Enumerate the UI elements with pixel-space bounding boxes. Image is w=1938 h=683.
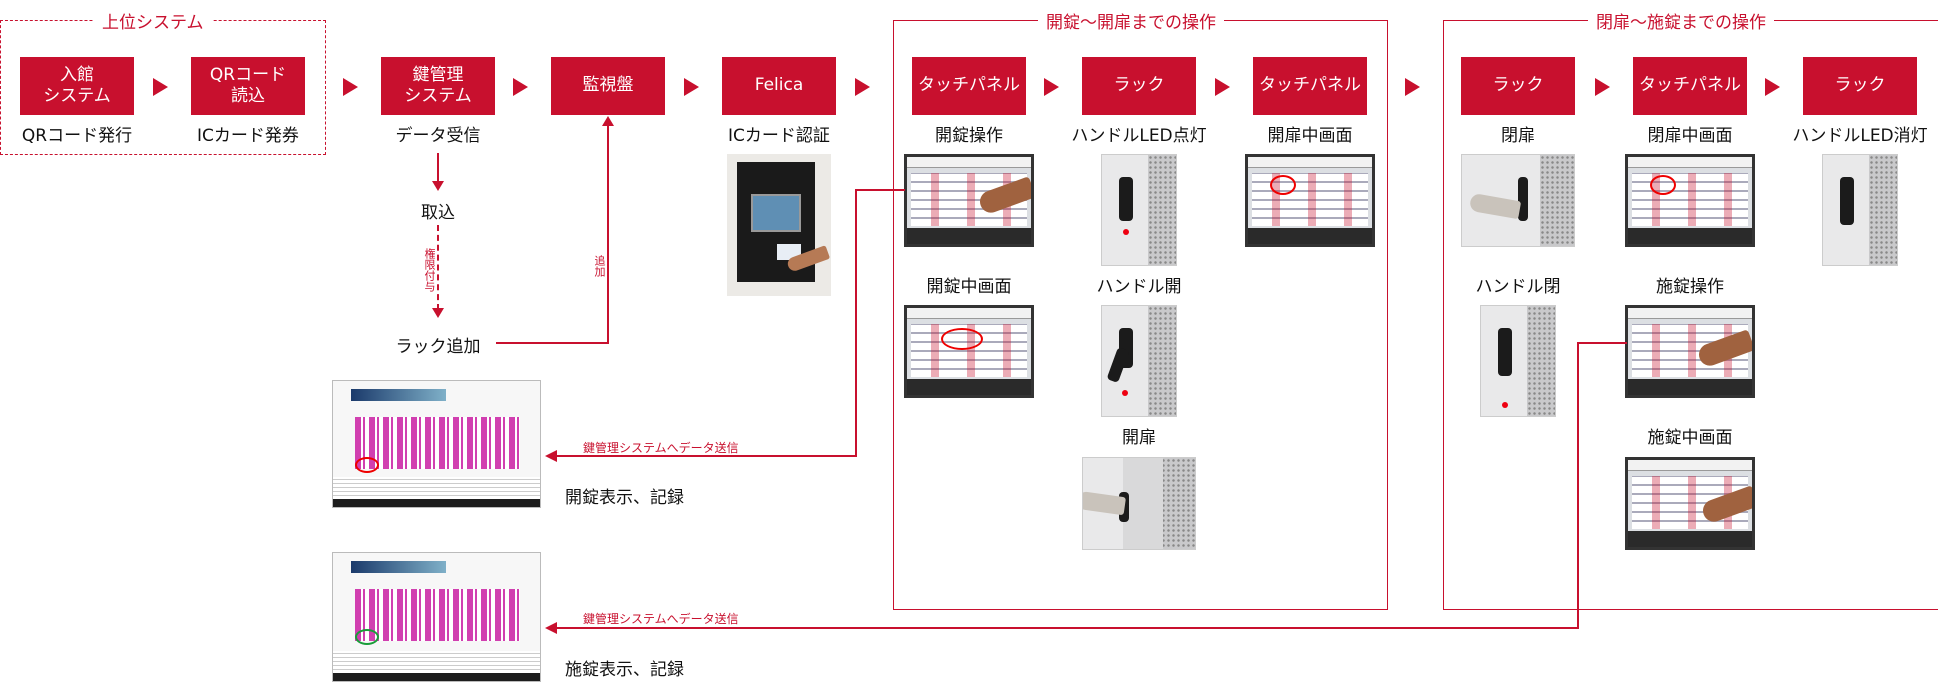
box-rack-3: ラック (1803, 57, 1917, 115)
door-panel (1123, 458, 1163, 549)
label-lock-display: 施錠表示、記録 (565, 660, 684, 680)
rack-handle (1119, 177, 1133, 221)
touch-panel-door-opening (1245, 154, 1375, 247)
label-handle-close: ハンドル閉 (1475, 277, 1561, 297)
flow-line (496, 342, 609, 344)
rack-led (1502, 402, 1508, 408)
rack-photo-led-off (1822, 154, 1898, 266)
label-rack-add: ラック追加 (395, 337, 481, 357)
hand (1468, 192, 1522, 220)
arrow-right-icon (684, 78, 699, 96)
label-door-open: 開扉 (1122, 428, 1156, 448)
box-touch-panel-3: タッチパネル (1633, 57, 1747, 115)
flow-line (1577, 342, 1627, 344)
flow-line (1577, 342, 1579, 629)
highlight-ring (941, 328, 983, 350)
arrow-down-icon (432, 181, 444, 191)
label-handle-led-on: ハンドルLED点灯 (1071, 126, 1207, 146)
flow-line (437, 153, 439, 183)
label-unlock-op: 開錠操作 (935, 126, 1003, 146)
label-handle-led-off: ハンドルLED消灯 (1792, 126, 1928, 146)
highlight-ring (355, 629, 379, 645)
touch-panel-unlocking (904, 305, 1034, 398)
arrow-left-icon (545, 622, 557, 634)
arrow-right-icon (1765, 78, 1780, 96)
label-qr-issue: QRコード発行 (21, 126, 133, 146)
box-rack-1: ラック (1082, 57, 1196, 115)
label-locking-screen: 施錠中画面 (1647, 428, 1733, 448)
rack-handle (1518, 177, 1528, 221)
arrow-right-icon (153, 78, 168, 96)
label-handle-open: ハンドル開 (1096, 277, 1182, 297)
arrow-right-icon (1215, 78, 1230, 96)
arrow-right-icon (513, 78, 528, 96)
flow-line (855, 189, 857, 457)
arrow-right-icon (1595, 78, 1610, 96)
touch-panel-door-closing (1625, 154, 1755, 247)
arrow-right-icon (1405, 78, 1420, 96)
box-touch-panel-2: タッチパネル (1253, 57, 1367, 115)
box-qr-read: QRコード 読込 (191, 57, 305, 115)
group-title-upper: 上位システム (94, 8, 212, 33)
box-key-mgmt: 鍵管理 システム (381, 57, 495, 115)
highlight-ring (355, 457, 379, 473)
highlight-ring (1650, 175, 1676, 195)
highlight-ring (1270, 175, 1296, 195)
flow-line (607, 125, 609, 344)
label-unlocking-screen: 開錠中画面 (926, 277, 1012, 297)
box-rack-2: ラック (1461, 57, 1575, 115)
rack-photo-led-on (1101, 154, 1177, 266)
kiosk-screen (751, 194, 801, 232)
arrow-right-icon (343, 78, 358, 96)
label-data-receive: データ受信 (395, 126, 481, 146)
touch-panel-unlock-op (904, 154, 1034, 247)
label-ic-auth: ICカード認証 (728, 126, 830, 146)
rack-photo-door-open (1082, 457, 1196, 550)
group-title-unlock-open: 開錠～開扉までの操作 (1038, 8, 1224, 33)
touch-panel-lock-op (1625, 305, 1755, 398)
flow-line (556, 627, 1579, 629)
rack-led (1123, 229, 1129, 235)
label-capture: 取込 (421, 203, 455, 223)
label-lock-op: 施錠操作 (1656, 277, 1724, 297)
annotation-grant: 権限付与 (423, 248, 436, 292)
box-touch-panel-1: タッチパネル (912, 57, 1026, 115)
annotation-send-2: 鍵管理システムへデータ送信 (583, 612, 739, 626)
felica-kiosk-photo (727, 154, 831, 296)
group-title-close-lock: 閉扉～施錠までの操作 (1588, 8, 1774, 33)
rack-handle (1840, 177, 1854, 225)
rack-photo-handle-open (1101, 305, 1177, 417)
arrow-right-icon (1044, 78, 1059, 96)
arrow-left-icon (545, 450, 557, 462)
annotation-add: 追加 (593, 255, 606, 277)
label-ic-issue: ICカード発券 (197, 126, 299, 146)
rack-led (1122, 390, 1128, 396)
box-monitor: 監視盤 (551, 57, 665, 115)
rack-handle (1498, 328, 1512, 376)
touch-panel-locking (1625, 457, 1755, 550)
label-unlock-display: 開錠表示、記録 (565, 488, 684, 508)
rack-photo-door-close (1461, 154, 1575, 247)
arrow-right-icon (855, 78, 870, 96)
rack-photo-handle-close (1480, 305, 1556, 417)
flow-line (855, 189, 905, 191)
arrow-down-icon (432, 308, 444, 318)
annotation-send-1: 鍵管理システムへデータ送信 (583, 441, 739, 455)
flow-line-dashed (437, 225, 439, 310)
label-door-opening-screen: 開扉中画面 (1267, 126, 1353, 146)
monitor-screenshot-unlock (332, 380, 541, 508)
arrow-up-icon (602, 116, 614, 126)
label-door-close: 閉扉 (1501, 126, 1535, 146)
box-felica: Felica (722, 57, 836, 115)
monitor-screenshot-lock (332, 552, 541, 682)
box-entry-system: 入館 システム (20, 57, 134, 115)
label-door-closing-screen: 閉扉中画面 (1647, 126, 1733, 146)
flow-line (556, 455, 857, 457)
